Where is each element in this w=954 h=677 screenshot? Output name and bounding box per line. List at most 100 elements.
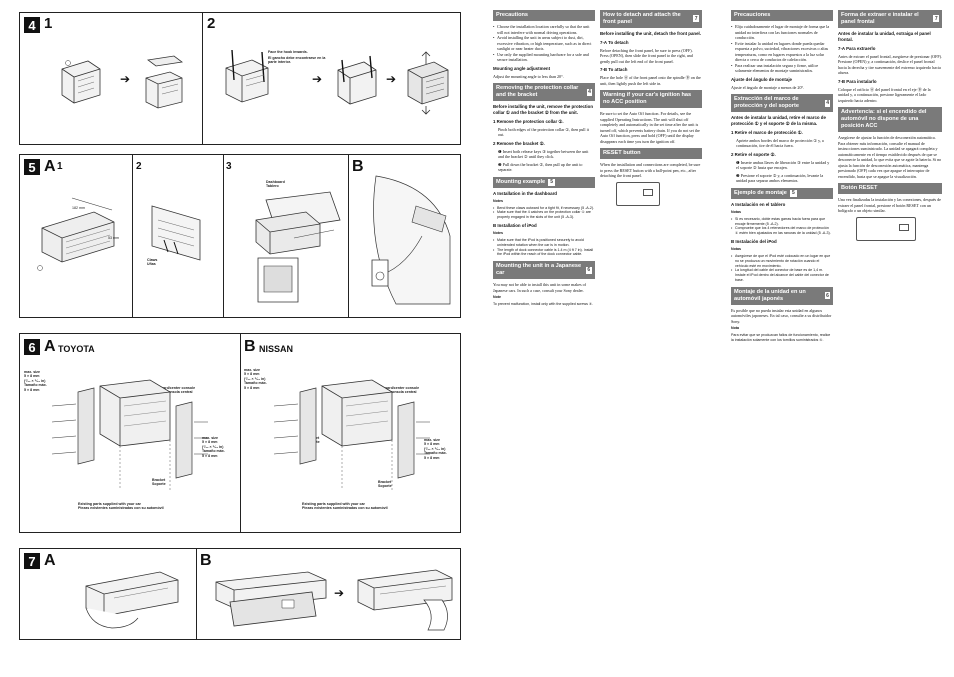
attach-b-heading: 7-B To attach <box>600 67 628 73</box>
precauciones-list: Elija cuidadosamente el lugar de montaje… <box>731 24 833 74</box>
forma-a-text: Antes de extraer el panel frontal, asegú… <box>838 53 943 76</box>
section-6-b-label: B <box>244 338 256 355</box>
mounting-angle-text: Adjust the mounting angle to less than 2… <box>493 73 564 79</box>
section-7-b-label: B <box>200 552 212 569</box>
nissan-label: NISSAN <box>259 344 294 354</box>
section-5-a-label: A <box>44 158 56 175</box>
ajuste-angulo-heading: Ajuste del ángulo de montaje <box>731 76 792 82</box>
toyota-existing-parts: Existing parts supplied with your car Pi… <box>78 502 164 511</box>
mounting-b-notes: Make sure that the iPod is positioned se… <box>493 238 595 257</box>
column-spanish-2: Forma de extraer e instalar el panel fro… <box>838 10 942 241</box>
nissan-existing-parts: Existing parts supplied with your car Pi… <box>302 502 388 511</box>
section-5-a-step-1: 1 <box>57 161 63 172</box>
section-5-b-label: B <box>352 158 364 175</box>
ejemplo-b-notes: Asegúrese de que el iPod esté colocado e… <box>731 254 833 283</box>
attach-front-panel-illustration-1 <box>212 572 330 630</box>
montaje-japones-text: Es posible que no pueda instalar esta un… <box>731 307 832 324</box>
japanese-car-note-title: Note <box>493 295 501 300</box>
ejemplo-a-notes: Si es necesario, doble estas garras haci… <box>731 217 833 236</box>
unit-separate-illustration <box>404 52 452 114</box>
section-7-number: 7 <box>24 553 40 569</box>
ejemplo-b-notes-title: Notas <box>731 246 741 251</box>
ipod-install-illustration <box>356 176 456 306</box>
section-5-divider-1 <box>132 154 133 318</box>
unit-collar-illustration-1 <box>58 55 104 105</box>
extraccion-intro: Antes de instalar la unidad, retire el m… <box>731 115 826 126</box>
list-item: Avoid installing the unit in areas subje… <box>493 35 595 52</box>
claws-illustration <box>144 200 208 266</box>
section-4-frame <box>19 12 461 145</box>
section-4-step-1: 1 <box>44 15 53 32</box>
front-panel-reset-illustration <box>856 216 916 241</box>
nissan-max-size-2: max. size 5 × 8 mm (⁷⁄₃₂ × ⁵⁄₁₆ in) Tama… <box>424 438 447 460</box>
nissan-bracket-illustration <box>272 366 430 490</box>
extraccion-step-1: 1 Retire el marco de protección ①. <box>731 129 803 135</box>
montaje-japones-header: Montaje de la unidad en un automóvil jap… <box>731 286 833 305</box>
dashboard-install-illustration <box>236 190 344 306</box>
mounting-a-notes: Bend these claws outward for a tight fit… <box>493 206 595 221</box>
dimension-height: 53 mm <box>108 236 119 240</box>
section-6-number: 6 <box>24 339 40 355</box>
list-item: The length of dock connector cable is 1.… <box>493 248 595 258</box>
detach-a-heading: 7-A To detach <box>600 39 629 45</box>
boton-reset-header: Botón RESET <box>838 183 942 195</box>
extraccion-step-1-text: Apriete ambos bordes del marco de protec… <box>736 137 824 149</box>
list-item: Para realizar una instalación segura y f… <box>731 63 833 74</box>
forma-intro: Antes de instalar la unidad, extraiga el… <box>838 30 931 42</box>
detach-a-text: Before detaching the front panel, be sur… <box>600 47 693 64</box>
list-item: Si es necesario, doble estas garras haci… <box>731 217 833 227</box>
detach-header: How to detach and attach the front panel… <box>600 10 702 28</box>
ajuste-angulo-text: Ajuste el ángulo de montaje a menos de 2… <box>731 84 805 90</box>
mounting-b-heading: B Installation of iPod <box>493 223 537 229</box>
list-item: Compruebe que los 4 retenedores del marc… <box>731 226 833 236</box>
section-4-step-2: 2 <box>207 15 216 32</box>
extraccion-header: Extracción del marco de protección y del… <box>731 94 833 113</box>
mounting-b-notes-title: Notes <box>493 231 503 236</box>
extraccion-step-2a: ❶ Inserte ambas llaves de liberación ③ e… <box>736 159 830 171</box>
section-5-step-3: 3 <box>226 161 232 172</box>
toyota-bracket-illustration <box>50 366 208 490</box>
nissan-bracket-label-2: Bracket Soporte <box>378 480 392 489</box>
column-english-1: Precautions Choose the installation loca… <box>493 10 595 309</box>
detach-intro: Before installing the unit, detach the f… <box>600 30 701 36</box>
section-4-divider <box>202 12 203 145</box>
forma-b-text: Coloque el orificio Ⓐ del panel frontal … <box>838 86 931 103</box>
removing-step-2: 2 Remove the bracket ②. <box>493 140 545 146</box>
section-5-divider-3 <box>348 154 349 318</box>
hook-note-en: Face the hook inwards. <box>268 50 308 54</box>
section-5-frame <box>19 154 461 318</box>
dimension-width: 182 mm <box>72 206 85 210</box>
removing-header: Removing the protection collar and the b… <box>493 83 595 102</box>
arrow-icon: ➔ <box>312 72 323 86</box>
removing-step-2b: ❷ Pull down the bracket ②, then pull up … <box>498 161 583 173</box>
list-item: La longitud del cable del conector de ba… <box>731 268 833 283</box>
section-5-divider-2 <box>223 154 224 318</box>
removing-intro: Before installing the unit, remove the p… <box>493 104 594 115</box>
montaje-japones-note-title: Nota <box>731 326 739 331</box>
montaje-japones-note: Para evitar que se produzcan fallos de f… <box>731 333 831 343</box>
dashboard-label: Dashboard Tablero <box>266 180 285 189</box>
list-item: Make sure that the iPod is positioned se… <box>493 238 595 248</box>
section-4-number: 4 <box>24 17 40 33</box>
detach-front-panel-illustration <box>78 568 182 632</box>
removing-step-2a: ❶ Insert both release keys ③ together be… <box>498 148 589 160</box>
column-english-2: How to detach and attach the front panel… <box>600 10 702 206</box>
release-keys-illustration-2 <box>334 56 380 108</box>
claws-label: Claws Uñas <box>147 258 158 267</box>
ejemplo-a-heading: A Instalación en el tablero <box>731 201 786 207</box>
advertencia-header: Advertencia: si el encendido del automóv… <box>838 107 942 133</box>
list-item: Use only the supplied mounting hardware … <box>493 52 595 63</box>
removing-step-1: 1 Remove the protection collar ①. <box>493 118 564 124</box>
toyota-label: TOYOTA <box>58 344 95 354</box>
release-keys-illustration-1 <box>222 50 272 106</box>
advertencia-text: Asegúrese de ajustar la función de desco… <box>838 135 942 179</box>
dashboard-collar-illustration <box>32 198 122 278</box>
precautions-header: Precautions <box>493 10 595 21</box>
section-5-step-2: 2 <box>136 161 142 172</box>
list-item: Choose the installation location careful… <box>493 24 595 35</box>
section-5-number: 5 <box>24 159 40 175</box>
section-6-divider <box>240 333 241 533</box>
reset-header: RESET button <box>600 148 702 160</box>
